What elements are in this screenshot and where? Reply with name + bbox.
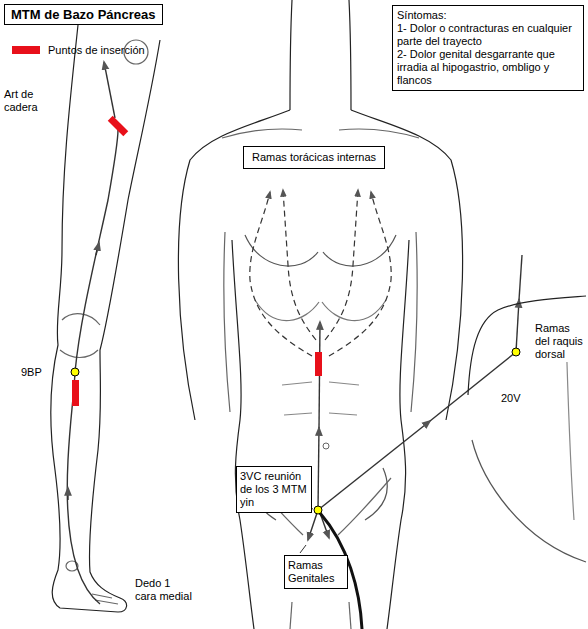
- annotation-label: Dedo 1 cara medial: [134, 577, 194, 603]
- meridian-arrow: [67, 488, 68, 500]
- box-text: Ramas torácicas internas: [252, 151, 376, 164]
- box-text: Ramas Genitales: [288, 559, 344, 585]
- diagram-title: MTM de Bazo Páncreas: [11, 7, 156, 22]
- genital-branch: [308, 513, 317, 540]
- back-outline: [468, 296, 586, 395]
- text-box: 3VC reunión de los 3 MTM yin: [236, 466, 312, 513]
- insertion-mark: [315, 352, 322, 376]
- meridian-line: [318, 421, 430, 510]
- body-side: [232, 240, 254, 629]
- acupoint: [71, 368, 79, 376]
- meridian-line: [516, 300, 519, 352]
- meridian-line: [519, 255, 522, 300]
- toe-lines: [92, 594, 118, 604]
- insertion-mark: [108, 116, 129, 137]
- thoracic-branch: [250, 192, 312, 356]
- legend-row: Puntos de inserción: [12, 40, 145, 58]
- legend-text: Puntos de inserción: [48, 44, 145, 56]
- back-outline: [472, 440, 586, 562]
- leader-line: [300, 545, 306, 553]
- abdominal-line: [282, 382, 312, 415]
- text-box: Ramas Genitales: [284, 555, 348, 589]
- text-box: Síntomas:1- Dolor o contracturas en cual…: [392, 5, 584, 91]
- inner-arm: [224, 232, 230, 412]
- leg-meridian: [67, 62, 118, 604]
- title-box: MTM de Bazo Páncreas: [4, 4, 163, 25]
- meridian-arrow: [104, 62, 115, 118]
- torso-half: [322, 0, 463, 629]
- clavicle: [222, 129, 302, 138]
- box-text: 3VC reunión de los 3 MTM yin: [240, 470, 308, 509]
- neck-line: [290, 0, 292, 110]
- thoracic-branch: [283, 190, 316, 340]
- meridian-line: [318, 428, 319, 510]
- inner-thigh: [290, 602, 292, 629]
- annotation-label: 20V: [500, 392, 522, 405]
- annotation-label: 9BP: [20, 366, 43, 379]
- annotation-label: Art de cadera: [3, 88, 53, 114]
- box-text: 1- Dolor o contracturas en cualquier par…: [397, 22, 579, 48]
- box-text: 2- Dolor genital desgarrante que irradia…: [397, 48, 579, 87]
- legend-swatch: [12, 46, 40, 54]
- box-text: Síntomas:: [397, 9, 579, 22]
- meridian-arrow: [96, 243, 99, 255]
- back-figure: [468, 296, 586, 562]
- leg-figure: [51, 25, 160, 612]
- acupoint: [512, 348, 520, 356]
- navel: [323, 443, 329, 449]
- meridian-line: [430, 352, 516, 421]
- meridian-line: [67, 130, 118, 604]
- torso-half: [178, 0, 319, 629]
- annotation-label: Ramas del raquis dorsal: [534, 322, 584, 362]
- acupoint: [314, 506, 322, 514]
- leg-outline: [51, 25, 160, 612]
- text-box: Ramas torácicas internas: [243, 146, 385, 169]
- insertion-mark: [72, 380, 79, 406]
